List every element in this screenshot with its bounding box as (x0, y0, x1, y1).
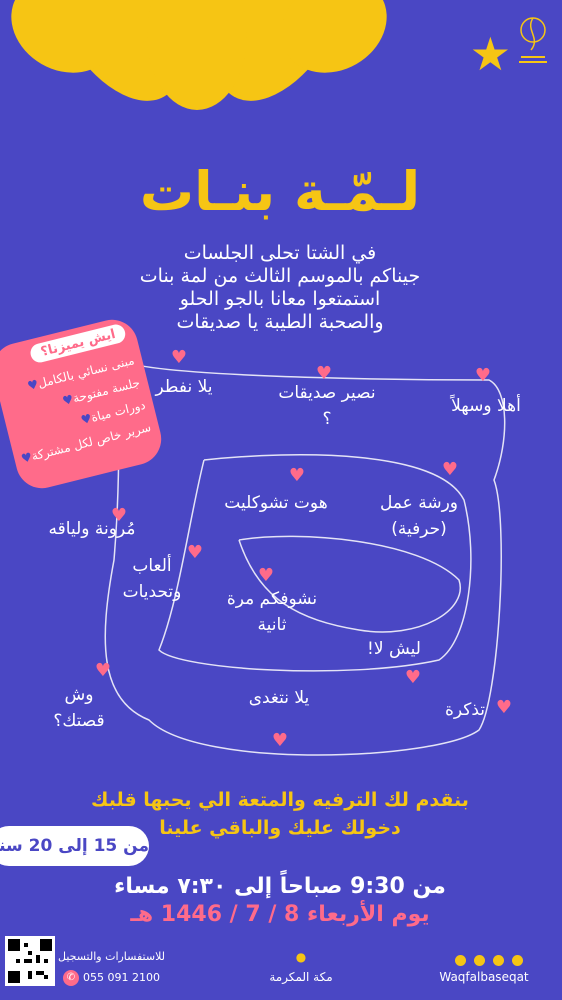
stop-breakfast: يلا نفطر (156, 377, 214, 397)
heart-icon: ♥ (405, 667, 422, 688)
tiktok-icon[interactable] (494, 955, 506, 966)
star-logo: ★ (470, 27, 512, 81)
phone-number[interactable]: 055 091 2100 (84, 971, 161, 984)
qr-code[interactable] (6, 936, 56, 986)
features-list: مبنى نسائي بالكامل♥ جلسة مفتوحة♥ دورات م… (0, 349, 155, 471)
intro-line: جيناكم بالموسم الثالث من لمة بنات (140, 265, 422, 287)
heart-icon: ♥ (289, 465, 306, 486)
heart-icon: ♥ (171, 347, 188, 368)
intro-text: في الشتا تحلى الجلسات جيناكم بالموسم الث… (0, 242, 562, 334)
inquiry-label: للاستفسارات والتسجيل (58, 950, 166, 963)
social-icons[interactable] (456, 951, 526, 966)
heart-icon: ♥ (316, 363, 333, 384)
organization-logo (514, 8, 554, 68)
social-handle[interactable]: Waqfalbaseqat (440, 970, 530, 984)
heart-icon: ♥ (111, 505, 128, 526)
twitter-icon[interactable] (475, 955, 487, 966)
stop-story: وش قصتك؟ (54, 685, 106, 731)
location-text: مكة المكرمة (270, 970, 334, 984)
heart-icon: ♥ (272, 730, 289, 751)
intro-line: والصحبة الطيبة يا صديقات (177, 311, 385, 333)
whatsapp-icon[interactable]: ✆ (64, 970, 80, 986)
snapchat-icon[interactable] (513, 955, 525, 966)
heart-icon: ♥ (442, 459, 459, 480)
heart-icon: ♥ (258, 565, 275, 586)
stop-welcome: أهلا وسهلاً (452, 396, 522, 416)
heart-icon: ♥ (95, 660, 112, 681)
time-line: من 9:30 صباحاً إلى ٧:٣٠ مساء (115, 874, 447, 899)
date-line: يوم الأربعاء 8 / 7 / 1446 هـ (131, 902, 431, 927)
stop-see-again: نشوفكم مرة ثانية (227, 589, 319, 635)
heart-icon: ♥ (187, 542, 204, 563)
intro-line: في الشتا تحلى الجلسات (184, 242, 378, 264)
stop-games: ألعاب وتحديات (123, 556, 183, 602)
page-title: لـمّـة بنـات (140, 160, 422, 223)
stop-why-not: ليش لا! (368, 639, 422, 659)
stop-workshop: ورشة عمل (حرفية) (380, 493, 460, 539)
stop-ticket: تذكرة (445, 700, 487, 720)
stop-flexibility: مُرونة ولياقه (49, 519, 137, 539)
intro-line: استمتعوا معانا بالجو الحلو (180, 288, 382, 310)
heart-icon: ♥ (475, 365, 492, 386)
flower-decoration (0, 0, 406, 140)
promo-line: دخولك عليك والباقي علينا (160, 817, 402, 839)
heart-icon: ♥ (496, 697, 513, 718)
stop-lunch: يلا نتغدى (249, 688, 311, 708)
promo-text: بنقدم لك الترفيه والمتعة الي يحبها قلبك … (0, 786, 562, 842)
stop-chocolate: هوت تشوكليت (225, 493, 329, 513)
age-badge: من 15 إلى 20 سنة (0, 826, 150, 866)
instagram-icon[interactable] (456, 955, 467, 966)
location-pin-icon: ● (296, 950, 308, 964)
promo-line: بنقدم لك الترفيه والمتعة الي يحبها قلبك (92, 789, 470, 811)
stop-friends: نصير صديقات ؟ (279, 383, 377, 429)
